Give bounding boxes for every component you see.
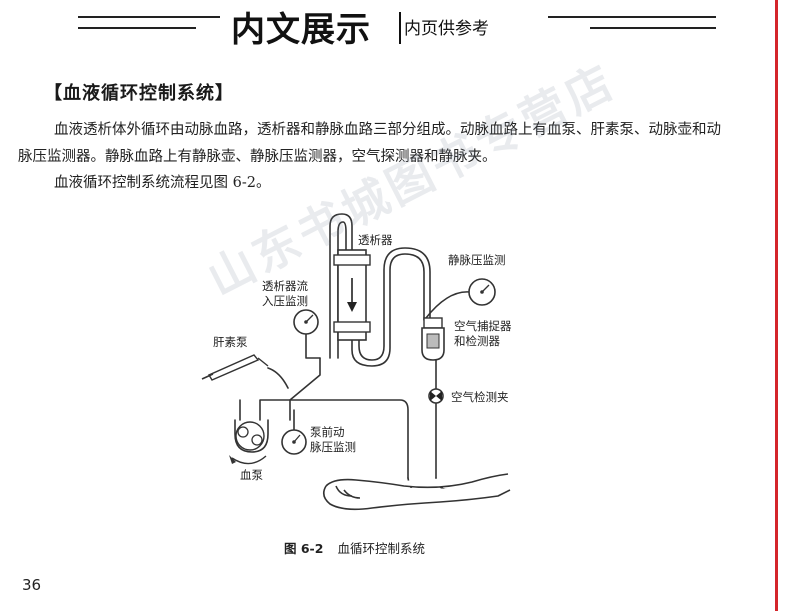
heparin-syringe <box>201 354 269 381</box>
inflow-connector <box>289 357 321 421</box>
banner-rule-right-2 <box>590 27 716 29</box>
prepump-pressure-gauge <box>281 429 307 455</box>
venous-pressure-gauge <box>468 278 496 306</box>
label-prepump-1: 泵前动 <box>310 425 345 439</box>
label-air-trap-1: 空气捕捉器 <box>454 319 512 333</box>
blood-pump-loop <box>234 419 269 453</box>
air-trap-detector <box>421 317 445 361</box>
banner: 内文展示 内页供参考 <box>0 0 778 50</box>
page-number: 36 <box>22 576 42 594</box>
banner-title: 内文展示 <box>231 10 371 50</box>
venous-pressure-line <box>425 291 471 319</box>
section-heading: 【血液循环控制系统】 <box>44 83 234 104</box>
heparin-line <box>267 367 289 389</box>
label-blood-pump: 血泵 <box>240 468 263 482</box>
label-inflow-2: 入压监测 <box>262 294 308 308</box>
dialyzer <box>333 249 371 341</box>
inflow-pressure-gauge <box>293 309 319 335</box>
blood-pump <box>229 421 267 465</box>
label-inflow-1: 透析器流 <box>262 279 308 293</box>
venous-return-line-inner <box>358 247 431 361</box>
patient-arm <box>322 473 511 511</box>
air-detection-clamp <box>428 388 444 404</box>
figure-caption-number: 图 6-2 <box>284 541 324 556</box>
banner-rule-left-2 <box>78 27 196 29</box>
figure-caption-text: 血循环控制系统 <box>337 541 425 556</box>
label-air-clamp: 空气检测夹 <box>451 390 509 404</box>
line-to-dialyzer-top-inner <box>337 221 347 359</box>
label-air-trap-2: 和检测器 <box>454 334 500 348</box>
inflow-pressure-line <box>305 333 321 359</box>
label-prepump-2: 脉压监测 <box>310 440 356 454</box>
banner-divider <box>399 12 401 44</box>
label-dialyzer: 透析器 <box>358 233 393 247</box>
banner-rule-left-1 <box>78 16 220 18</box>
section-paragraph-2: 血液循环控制系统流程见图 6-2。 <box>54 175 271 191</box>
line-to-dialyzer-top <box>329 213 353 359</box>
arterial-line <box>259 399 409 479</box>
label-heparin-pump: 肝素泵 <box>213 335 248 349</box>
section-paragraph-1: 血液透析体外循环由动脉血路，透析器和静脉血路三部分组成。动脉血路上有血泵、肝素泵… <box>18 122 721 165</box>
banner-subtitle: 内页供参考 <box>404 19 489 39</box>
banner-rule-right-1 <box>548 16 716 18</box>
label-venous-pressure: 静脉压监测 <box>448 253 506 267</box>
figure-caption: 图 6-2 血循环控制系统 <box>284 538 425 557</box>
venous-return-line <box>351 253 425 367</box>
page-edge-red-line <box>775 0 778 611</box>
